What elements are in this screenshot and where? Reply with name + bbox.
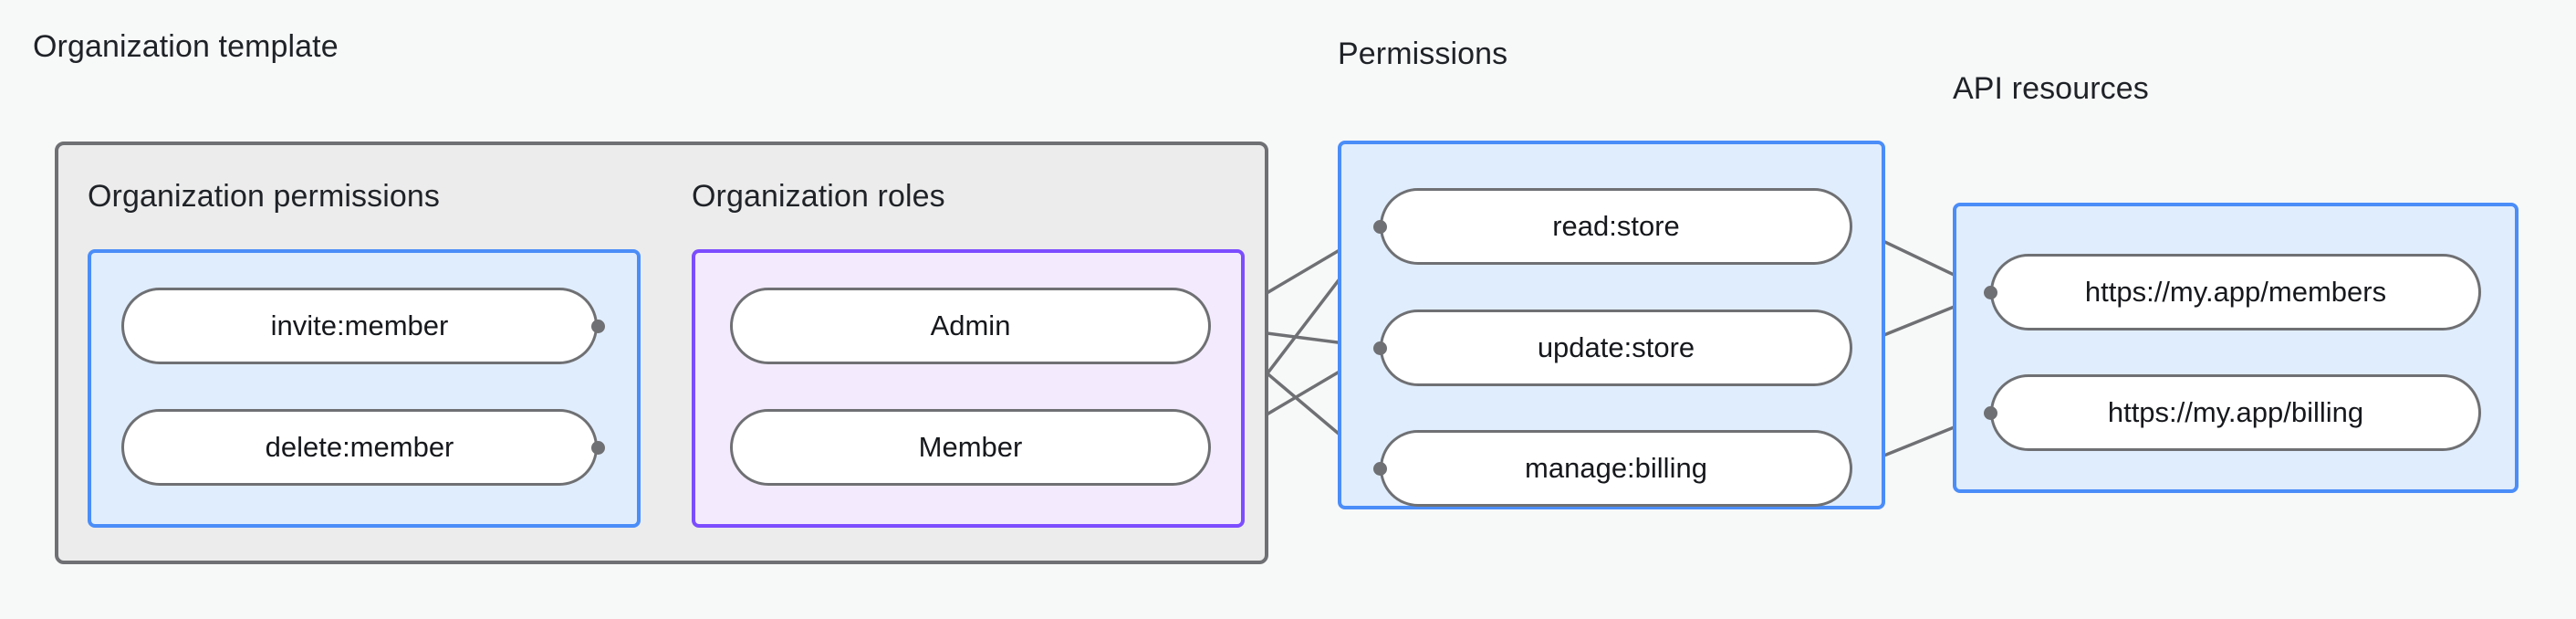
node-my-app-billing-label: https://my.app/billing bbox=[2107, 396, 2364, 428]
group-label-organization-template: Organization template bbox=[33, 29, 339, 64]
node-member-label: Member bbox=[918, 431, 1023, 463]
node-member[interactable]: Member bbox=[730, 409, 1211, 486]
node-admin-label: Admin bbox=[930, 310, 1011, 341]
group-label-organization-roles: Organization roles bbox=[692, 179, 945, 214]
port-manage-billing-in bbox=[1372, 461, 1387, 476]
node-delete-member[interactable]: delete:member bbox=[121, 409, 598, 486]
node-manage-billing[interactable]: manage:billing bbox=[1380, 430, 1852, 507]
port-my-app-billing-in bbox=[1983, 405, 1997, 420]
port-my-app-members-in bbox=[1983, 285, 1997, 299]
group-label-api-resources: API resources bbox=[1953, 71, 2149, 106]
node-manage-billing-label: manage:billing bbox=[1525, 452, 1707, 484]
node-update-store-label: update:store bbox=[1537, 331, 1695, 363]
node-my-app-members[interactable]: https://my.app/members bbox=[1990, 254, 2481, 330]
port-invite-member-out bbox=[590, 319, 605, 333]
node-admin[interactable]: Admin bbox=[730, 288, 1211, 364]
node-read-store-label: read:store bbox=[1552, 210, 1680, 242]
node-invite-member-label: invite:member bbox=[270, 310, 449, 341]
port-delete-member-out bbox=[590, 440, 605, 455]
node-read-store[interactable]: read:store bbox=[1380, 188, 1852, 265]
node-update-store[interactable]: update:store bbox=[1380, 310, 1852, 386]
node-invite-member[interactable]: invite:member bbox=[121, 288, 598, 364]
node-delete-member-label: delete:member bbox=[265, 431, 454, 463]
node-my-app-billing[interactable]: https://my.app/billing bbox=[1990, 374, 2481, 451]
group-label-organization-permissions: Organization permissions bbox=[88, 179, 441, 214]
group-label-permissions: Permissions bbox=[1338, 37, 1508, 71]
port-read-store-in bbox=[1372, 219, 1387, 234]
port-update-store-in bbox=[1372, 341, 1387, 355]
node-my-app-members-label: https://my.app/members bbox=[2084, 276, 2387, 308]
